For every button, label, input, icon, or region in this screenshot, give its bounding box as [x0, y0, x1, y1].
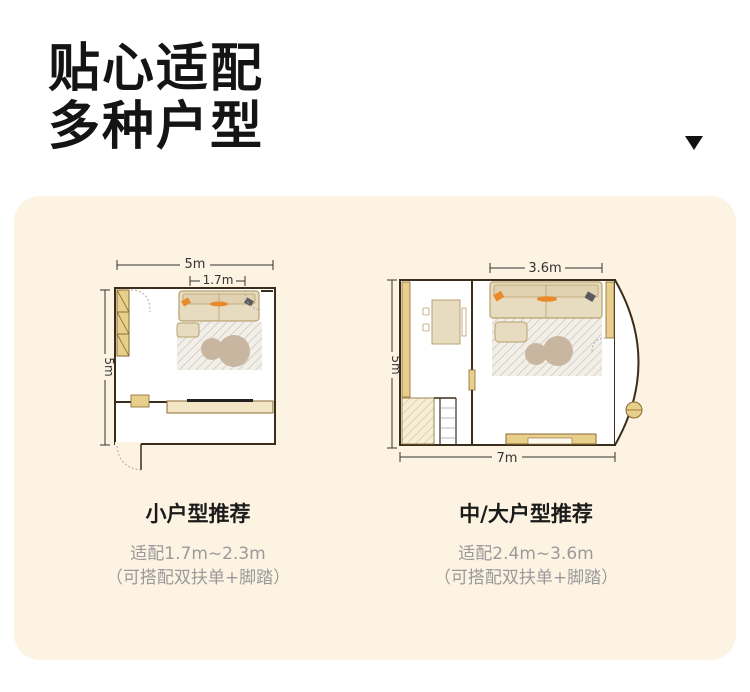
- large-floor-plan: 3.6m 5m 7m: [385, 259, 643, 466]
- small-card-desc-line2: （可搭配双扶单+脚踏）: [105, 568, 291, 588]
- caret-down-icon: [685, 136, 703, 150]
- large-dim-sofa: 3.6m: [528, 261, 561, 276]
- small-card-desc-line1: 适配1.7m~2.3m: [130, 544, 266, 564]
- large-card-title: 中/大户型推荐: [459, 502, 593, 526]
- small-floor-plan: 5m 1.7m 5m: [98, 255, 276, 471]
- small-card-desc: 适配1.7m~2.3m （可搭配双扶单+脚踏）: [68, 542, 328, 590]
- large-card-desc-line2: （可搭配双扶单+脚踏）: [433, 568, 619, 588]
- small-dim-width: 5m: [185, 257, 206, 272]
- large-dim-width: 7m: [497, 451, 518, 466]
- small-card-title: 小户型推荐: [145, 502, 251, 526]
- large-card-desc-line1: 适配2.4m~3.6m: [458, 544, 594, 564]
- large-card-desc: 适配2.4m~3.6m （可搭配双扶单+脚踏）: [396, 542, 656, 590]
- page-title-line1: 贴心适配: [48, 39, 265, 99]
- small-dim-height: 5m: [102, 357, 116, 376]
- page-title: 贴心适配 多种户型: [48, 40, 264, 156]
- page-title-line2: 多种户型: [48, 97, 265, 157]
- small-dim-sofa: 1.7m: [203, 273, 234, 287]
